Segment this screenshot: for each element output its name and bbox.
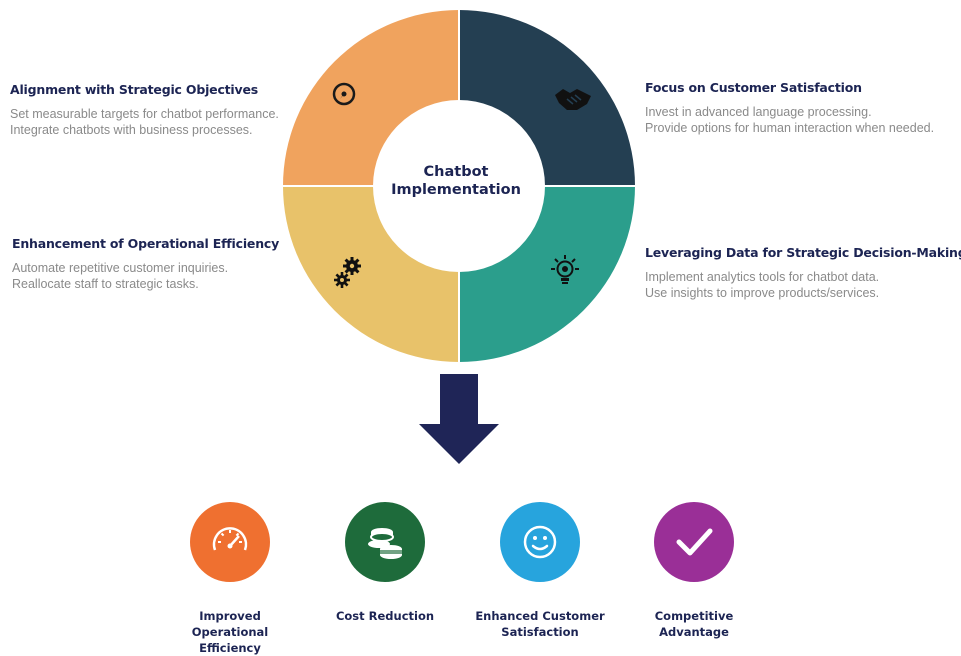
outcome-circle [654, 502, 734, 582]
center-title-line2: Implementation [391, 182, 521, 198]
outcome-label: Advantage [659, 625, 729, 639]
outcome-cost-reduction: Cost Reduction [315, 502, 455, 624]
block-line: Provide options for human interaction wh… [645, 121, 935, 135]
block-line: Set measurable targets for chatbot perfo… [10, 107, 279, 121]
outcome-label: Satisfaction [501, 625, 579, 639]
block-title: Enhancement of Operational Efficiency [12, 236, 280, 251]
block-line: Use insights to improve products/service… [645, 286, 880, 300]
speedometer-icon [212, 527, 248, 551]
outcome-label: Efficiency [199, 641, 261, 655]
lightbulb-icon [551, 255, 579, 284]
outcome-label: Competitive [654, 609, 734, 623]
compass-icon [332, 82, 356, 106]
block-line: Reallocate staff to strategic tasks. [12, 277, 199, 291]
outcome-label: Cost Reduction [335, 609, 435, 623]
center-title: Chatbot Implementation [375, 163, 537, 199]
block-title: Alignment with Strategic Objectives [10, 82, 258, 97]
outcome-circle [190, 502, 270, 582]
outcome-label: Enhanced Customer [475, 609, 605, 623]
block-title: Leveraging Data for Strategic Decision-M… [645, 245, 961, 260]
segment-customer-satisfaction [459, 10, 635, 186]
block-line: Implement analytics tools for chatbot da… [645, 270, 880, 284]
block-customer: Focus on Customer Satisfaction Invest in… [645, 80, 934, 136]
block-alignment: Alignment with Strategic Objectives Set … [10, 82, 279, 138]
block-data: Leveraging Data for Strategic Decision-M… [645, 245, 961, 301]
outcome-competitive-advantage: Competitive Advantage [624, 502, 764, 640]
outcome-operational-efficiency: Improved Operational Efficiency [160, 502, 300, 656]
outcome-label: Improved [199, 609, 261, 623]
outcome-circle [345, 502, 425, 582]
block-operational: Enhancement of Operational Efficiency Au… [12, 236, 279, 292]
gears-icon [334, 257, 361, 288]
checkmark-icon [676, 528, 713, 556]
segment-alignment [283, 10, 459, 186]
outcome-label: Operational [191, 625, 269, 639]
block-line: Invest in advanced language processing. [645, 105, 872, 119]
segment-operational [283, 186, 459, 362]
segment-data [459, 186, 635, 362]
outcome-circle [500, 502, 580, 582]
handshake-icon [555, 89, 591, 110]
block-line: Integrate chatbots with business process… [10, 123, 253, 137]
down-arrow-icon [419, 374, 499, 464]
block-line: Automate repetitive customer inquiries. [12, 261, 229, 275]
coins-icon [368, 528, 402, 559]
outcome-customer-satisfaction: Enhanced Customer Satisfaction [470, 502, 610, 640]
center-title-line1: Chatbot [423, 164, 489, 180]
block-title: Focus on Customer Satisfaction [645, 80, 862, 95]
smiley-icon [523, 525, 557, 559]
